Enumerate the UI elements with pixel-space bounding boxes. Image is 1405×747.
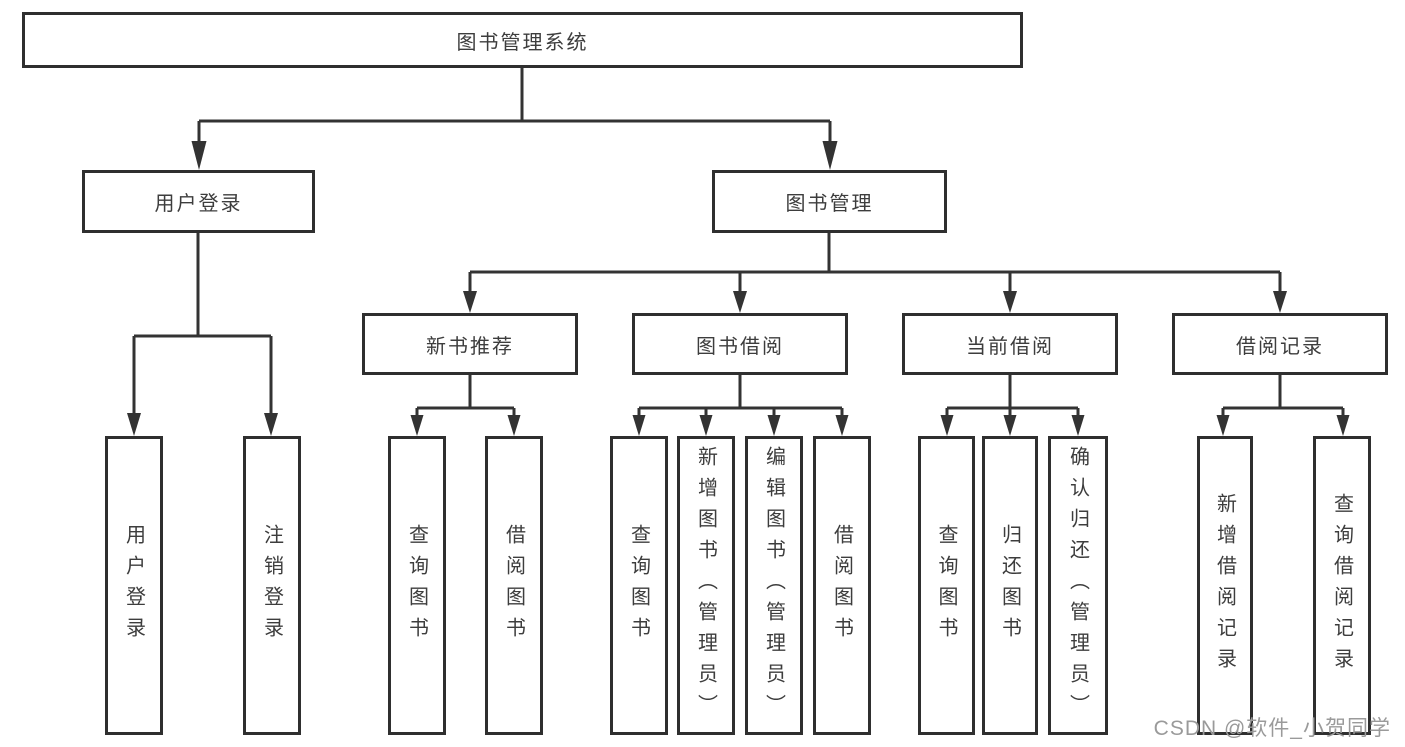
leaf-query-book-recommend: 查询图书: [388, 436, 446, 735]
leaf-borrow-book-label: 借阅图书: [830, 523, 853, 648]
leaf-user-login: 用户登录: [105, 436, 163, 735]
node-new-book-recommend: 新书推荐: [362, 313, 578, 375]
leaf-query-borrow-record: 查询借阅记录: [1313, 436, 1371, 735]
node-user-login: 用户登录: [82, 170, 315, 233]
leaf-query-book-recommend-label: 查询图书: [405, 523, 428, 648]
node-new-book-recommend-label: 新书推荐: [426, 335, 514, 358]
node-book-management-label: 图书管理: [785, 193, 874, 215]
leaf-user-login-label: 用户登录: [122, 523, 145, 648]
csdn-watermark: CSDN @软件_小贺同学: [1153, 717, 1391, 740]
leaf-add-borrow-record: 新增借阅记录: [1197, 436, 1253, 735]
node-current-borrowing: 当前借阅: [902, 313, 1118, 375]
leaf-add-book-admin-label: 新增图书（管理员）: [694, 446, 717, 725]
leaf-logout: 注销登录: [243, 436, 301, 735]
node-current-borrowing-label: 当前借阅: [966, 335, 1054, 358]
leaf-confirm-return-admin: 确认归还（管理员）: [1048, 436, 1108, 735]
leaf-query-book-borrowing-label: 查询图书: [627, 523, 650, 648]
leaf-borrow-book-recommend: 借阅图书: [485, 436, 543, 735]
leaf-return-book-label: 归还图书: [998, 523, 1021, 648]
leaf-confirm-return-admin-label: 确认归还（管理员）: [1066, 446, 1089, 725]
leaf-query-borrow-record-label: 查询借阅记录: [1330, 492, 1353, 679]
leaf-borrow-book-recommend-label: 借阅图书: [502, 523, 525, 648]
node-book-borrowing-label: 图书借阅: [696, 335, 784, 358]
node-book-management: 图书管理: [712, 170, 947, 233]
leaf-logout-label: 注销登录: [260, 523, 283, 648]
node-root-system-label: 图书管理系统: [456, 31, 589, 54]
leaf-query-book-current-label: 查询图书: [935, 523, 957, 648]
node-book-borrowing: 图书借阅: [632, 313, 848, 375]
leaf-add-borrow-record-label: 新增借阅记录: [1213, 492, 1236, 679]
leaf-edit-book-admin: 编辑图书（管理员）: [745, 436, 803, 735]
leaf-query-book-borrowing: 查询图书: [610, 436, 668, 735]
node-user-login-label: 用户登录: [154, 193, 243, 215]
leaf-add-book-admin: 新增图书（管理员）: [677, 436, 735, 735]
leaf-return-book: 归还图书: [982, 436, 1038, 735]
leaf-query-book-current: 查询图书: [918, 436, 975, 735]
node-borrowing-records-label: 借阅记录: [1236, 335, 1324, 358]
leaf-borrow-book: 借阅图书: [813, 436, 871, 735]
node-borrowing-records: 借阅记录: [1172, 313, 1388, 375]
node-root-system: 图书管理系统: [22, 12, 1023, 68]
leaf-edit-book-admin-label: 编辑图书（管理员）: [762, 446, 785, 725]
